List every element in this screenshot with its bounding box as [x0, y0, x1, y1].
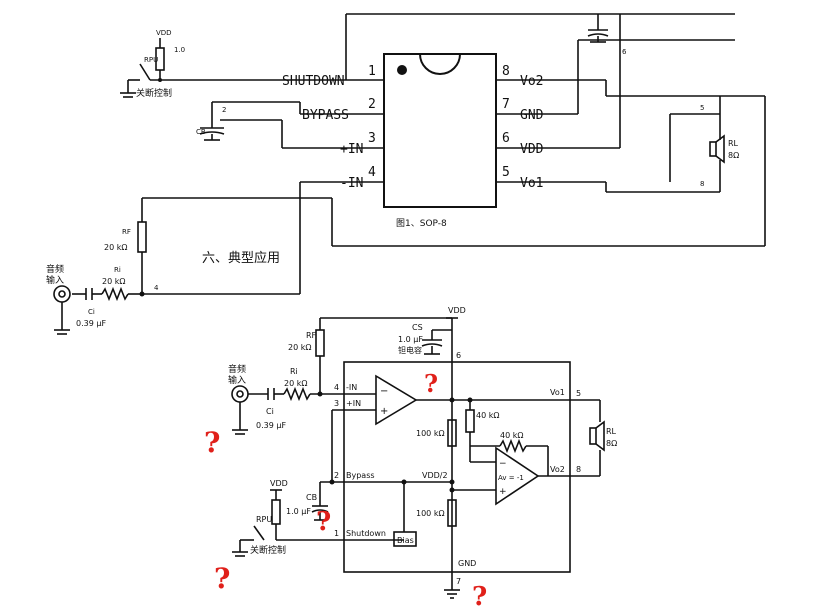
top-rf-value: 20 kΩ: [104, 243, 127, 252]
bot-cs-value: 1.0 μF: [398, 335, 423, 344]
bot-ri-value: 20 kΩ: [284, 379, 307, 388]
bot-vdd: VDD: [448, 306, 466, 315]
bot-pin8: 8: [576, 465, 581, 474]
pin-name-vo1: Vo1: [520, 176, 543, 191]
top-audio-in-1: 音频: [46, 263, 64, 275]
pin1-marker: [397, 65, 407, 75]
bot-r100a: 100 kΩ: [416, 429, 445, 438]
bot-cb-value: 1.0 μF: [286, 507, 311, 516]
top-rl-label: RL: [728, 139, 739, 148]
opamp2-plus: +: [499, 487, 507, 497]
opamp1-plus: +: [380, 406, 388, 417]
top-ri-value: 20 kΩ: [102, 277, 125, 286]
opamp2-minus: −: [499, 459, 507, 469]
question-mark: ?: [316, 507, 331, 537]
bot-cs-label: CS: [412, 323, 423, 332]
bot-audio-in-1: 音频: [228, 363, 246, 375]
chip-caption: 图1、SOP-8: [396, 218, 447, 229]
bot-bypass: Bypass: [346, 471, 375, 480]
bot-vdd2: VDD: [270, 479, 288, 488]
section-title: 六、典型应用: [202, 250, 280, 266]
bot-pin1: 1: [334, 529, 339, 538]
bot-minus-in: -IN: [346, 383, 357, 392]
bot-pin5: 5: [576, 389, 581, 398]
top-pin-labels: SHUTDOWN 1 BYPASS 2 +IN 3 -IN 4 8 Vo2 7 …: [282, 64, 544, 191]
bot-r40b: 40 kΩ: [500, 431, 523, 440]
pin-num-2: 2: [368, 97, 376, 112]
top-audio-in-2: 输入: [46, 274, 64, 286]
pin-name-vo2: Vo2: [520, 74, 543, 89]
bot-shutdown-ctrl: 关断控制: [250, 544, 286, 556]
chip-body: [383, 53, 497, 208]
top-ri-label: Ri: [114, 266, 121, 274]
pin-name-gnd: GND: [520, 108, 544, 123]
top-node-4: 4: [154, 284, 159, 292]
top-rl-value: 8Ω: [728, 151, 739, 160]
bot-pin4: 4: [334, 383, 339, 392]
question-mark: ?: [204, 426, 220, 459]
pin-name-plus-in: +IN: [340, 142, 363, 157]
bot-vo2: Vo2: [550, 465, 565, 474]
bot-ri-label: Ri: [290, 367, 298, 376]
top-node-5: 5: [700, 104, 704, 112]
pin-name-minus-in: -IN: [340, 176, 363, 191]
question-mark: ?: [214, 562, 230, 595]
bot-pin3: 3: [334, 399, 339, 408]
bot-rl-label: RL: [606, 427, 617, 436]
opamp1-minus: −: [380, 386, 388, 397]
pin-num-8: 8: [502, 64, 510, 79]
top-rf-label: RF: [122, 228, 131, 236]
bot-r100b: 100 kΩ: [416, 509, 445, 518]
top-rpu-label: RPU: [144, 56, 158, 64]
ic-block: [343, 361, 571, 573]
pin-name-vdd: VDD: [520, 142, 544, 157]
top-node-6: 6: [622, 48, 627, 56]
bot-bias: Bias: [397, 536, 414, 545]
pin-name-shutdown: SHUTDOWN: [282, 74, 345, 89]
top-cb-label: CB: [196, 128, 206, 136]
pin-name-bypass: BYPASS: [302, 108, 349, 123]
bot-r40a: 40 kΩ: [476, 411, 499, 420]
bot-pin2: 2: [334, 471, 339, 480]
bot-vo1: Vo1: [550, 388, 565, 397]
bot-audio-in-2: 输入: [228, 374, 246, 386]
top-node-8: 8: [700, 180, 704, 188]
top-rpu-value: 1.0: [174, 46, 185, 54]
top-vdd-label: VDD: [156, 29, 172, 37]
question-mark: ?: [472, 582, 487, 609]
bot-gnd: GND: [458, 559, 476, 568]
pin-num-3: 3: [368, 131, 376, 146]
bot-shutdown: Shutdown: [346, 529, 386, 538]
bot-rf-label: RF: [306, 331, 317, 340]
bot-ci-value: 0.39 μF: [256, 421, 286, 430]
top-ci-value: 0.39 μF: [76, 319, 106, 328]
bot-node-6: 6: [456, 351, 461, 360]
bot-vdd-half: VDD/2: [422, 471, 448, 480]
bot-ci-label: Ci: [266, 407, 274, 416]
top-ci-label: Ci: [88, 308, 95, 316]
bot-rf-value: 20 kΩ: [288, 343, 311, 352]
bot-plus-in: +IN: [346, 399, 361, 408]
bot-rl-value: 8Ω: [606, 439, 617, 448]
bot-av: Av = -1: [498, 474, 524, 482]
top-node-2: 2: [222, 106, 226, 114]
pin-num-1: 1: [368, 64, 376, 79]
pin-num-5: 5: [502, 165, 510, 180]
pin-num-6: 6: [502, 131, 510, 146]
bot-cb-label: CB: [306, 493, 317, 502]
pin-num-7: 7: [502, 97, 510, 112]
pin-num-4: 4: [368, 165, 376, 180]
top-shutdown-ctrl: 关断控制: [136, 87, 172, 99]
question-mark: ?: [424, 369, 438, 398]
bot-pin7: 7: [456, 577, 461, 586]
bot-rpu: RPU: [256, 515, 272, 524]
bot-cs-note: 钽电容: [398, 345, 422, 355]
